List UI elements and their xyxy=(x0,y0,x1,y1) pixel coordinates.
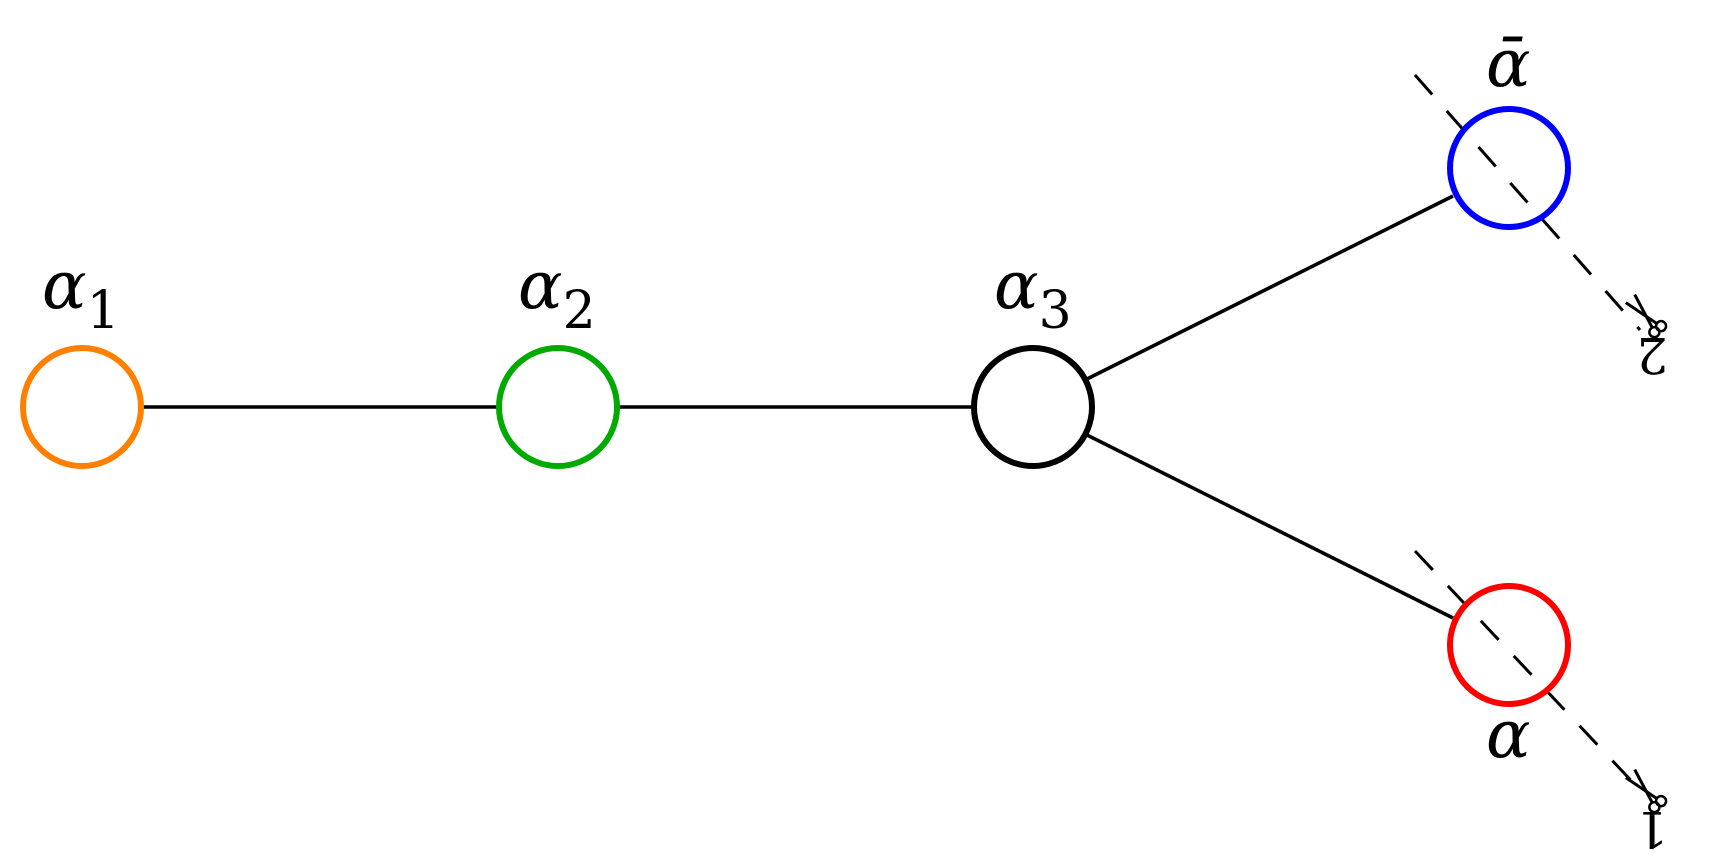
edge-alpha3-alpha xyxy=(1084,432,1454,620)
cut-line-2: 2 xyxy=(1413,74,1668,384)
edge-alpha3-alphabar xyxy=(1084,194,1454,382)
cut-label-2: 2 xyxy=(1636,326,1668,384)
node-alphabar xyxy=(1447,106,1571,230)
node-alpha3 xyxy=(971,345,1095,469)
label-alpha: α xyxy=(1486,696,1531,773)
node-alpha1 xyxy=(20,345,144,469)
node-alpha xyxy=(1447,583,1571,707)
label-alphabar: ᾱ xyxy=(1486,25,1531,102)
node-alpha2 xyxy=(496,345,620,469)
cut-line-1: 1 xyxy=(1413,549,1668,858)
scissors-icon xyxy=(1624,293,1668,339)
label-alpha3: α3 xyxy=(994,247,1072,341)
cut-label-1: 1 xyxy=(1636,800,1668,858)
label-alpha1: α1 xyxy=(42,247,120,341)
label-alpha2: α2 xyxy=(518,247,596,341)
scissors-icon xyxy=(1624,768,1668,814)
